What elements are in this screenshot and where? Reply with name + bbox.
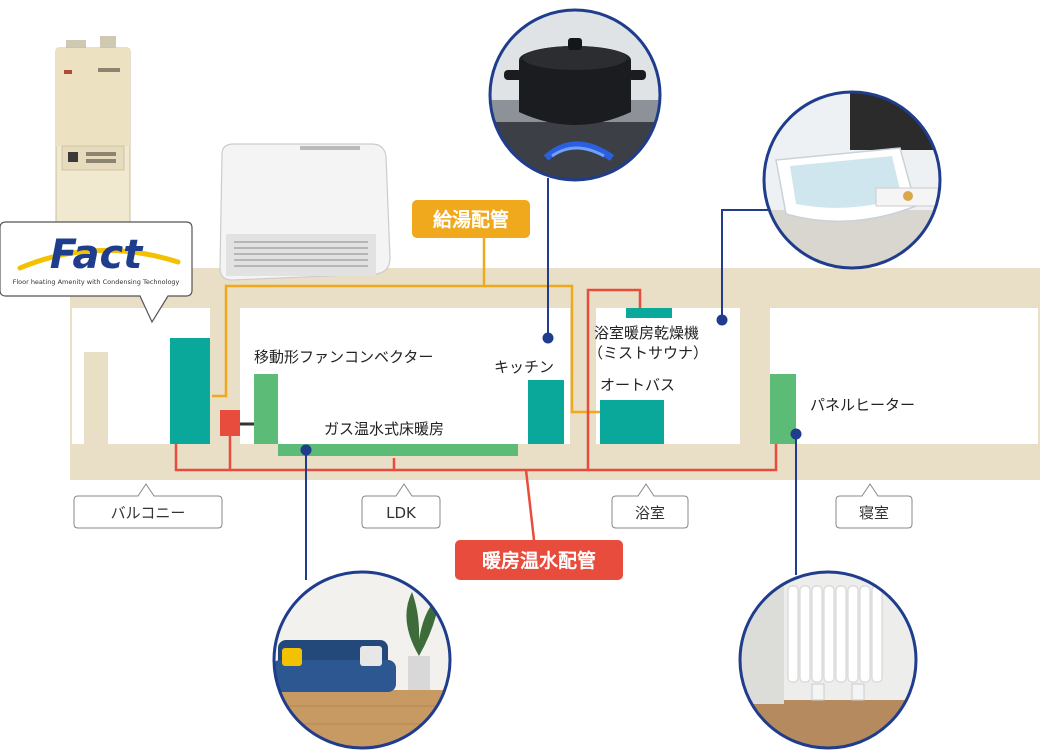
water-heater-illustration <box>55 36 131 229</box>
fact-tagline: Floor heating Amenity with Condensing Te… <box>13 278 180 286</box>
auto-bath-unit <box>600 400 664 444</box>
connector-dot-floor-heating <box>300 444 312 456</box>
floor-heating-panel <box>278 444 518 456</box>
room-label-balcony: バルコニー <box>73 483 223 529</box>
room-label-ldk: LDK <box>361 483 441 529</box>
svg-text:LDK: LDK <box>386 504 417 522</box>
panel-heater-photo <box>738 570 918 750</box>
hot-water-pipe <box>212 238 600 414</box>
svg-text:浴室: 浴室 <box>635 504 665 522</box>
label-fan-convector: 移動形ファンコンベクター <box>254 348 433 366</box>
room-label-bedroom: 寝室 <box>835 483 913 529</box>
heating-pipe-label: 暖房温水配管 <box>455 540 623 580</box>
living-room-photo <box>272 570 452 750</box>
label-kitchen: キッチン <box>494 358 554 376</box>
svg-text:寝室: 寝室 <box>859 504 889 522</box>
fan-convector-illustration <box>219 143 391 281</box>
svg-text:暖房温水配管: 暖房温水配管 <box>482 549 596 572</box>
room-bedroom-area <box>770 308 1038 444</box>
fact-logo-callout: Fact Floor heating Amenity with Condensi… <box>0 221 193 324</box>
bath-dryer-unit <box>626 308 672 318</box>
label-bath-dryer: 浴室暖房乾燥機 <box>594 324 699 342</box>
equipment <box>170 308 796 456</box>
svg-text:バルコニー: バルコニー <box>111 504 186 522</box>
connector-dot-kitchen <box>542 332 554 344</box>
label-auto-bath: オートバス <box>600 376 675 394</box>
heating-pipe <box>174 288 778 541</box>
room-ldk-area <box>240 308 570 444</box>
photo-connectors <box>305 178 797 580</box>
floor-plan <box>70 268 1040 480</box>
kitchen-unit <box>528 380 564 444</box>
svg-text:給湯配管: 給湯配管 <box>433 208 509 231</box>
bathroom-photo <box>762 90 942 270</box>
label-floor-heating: ガス温水式床暖房 <box>324 420 444 438</box>
label-panel-heater: パネルヒーター <box>810 396 915 414</box>
hot-water-pipe-label: 給湯配管 <box>412 200 530 238</box>
balcony-partition <box>84 352 108 444</box>
heating-header <box>220 410 240 436</box>
label-bath-dryer-sub: （ミストサウナ） <box>588 344 708 362</box>
water-heater-unit <box>170 338 210 444</box>
fact-logo: Fact <box>50 232 144 278</box>
kitchen-photo <box>488 8 662 182</box>
connector-dot-panel-heater <box>790 428 802 440</box>
connector-dot-bathroom <box>716 314 728 326</box>
fan-convector-unit <box>254 374 278 444</box>
room-label-bathroom: 浴室 <box>611 483 689 529</box>
